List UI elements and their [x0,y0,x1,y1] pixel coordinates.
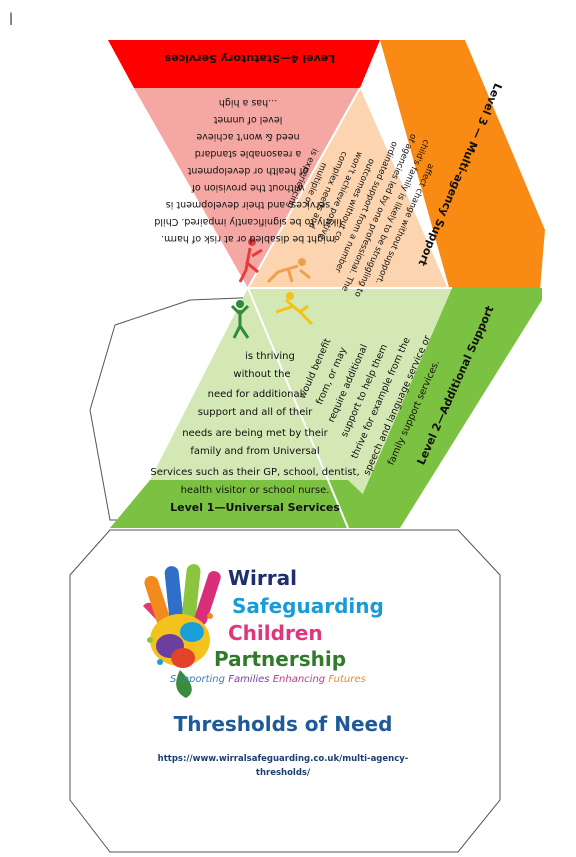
level1-line: needs are being met by their [182,428,328,439]
page-title: Thresholds of Need [173,712,393,736]
level4-band [108,40,380,88]
level1-line: is thriving [245,351,295,362]
logo-word-children: Children [228,621,323,645]
level4-triangle [134,88,360,288]
logo-word-wirral: Wirral [228,566,297,590]
level2-triangle [248,288,452,528]
level4-line: ...has a high [218,97,278,108]
child-figure-red-icon [238,238,263,283]
tagline-enhancing: Enhancing [272,674,326,685]
url-line2: thresholds/ [255,768,311,778]
logo-word-partnership: Partnership [214,647,347,671]
level1-body: is thriving without the need for additio… [150,348,360,499]
level1-line: health visitor or school nurse. [180,484,330,496]
page-marker: | [9,11,14,25]
url-line1: https://www.wirralsafeguarding.co.uk/mul… [157,754,409,764]
logo-tagline: Supporting Families Enhancing Futures [170,674,420,685]
level1-line: Services such as their GP, school, denti… [150,467,360,478]
tagline-supporting: Supporting [170,674,225,685]
level1-band [110,480,398,528]
level3-triangle [248,88,452,298]
level1-line: support and all of their [197,406,313,418]
logo-word-safeguarding: Safeguarding [232,594,384,618]
hand-logo-icon [143,564,221,698]
level1-triangle [150,288,348,528]
level1-line: need for additional [207,389,303,400]
level1-line: family and from Universal [190,445,320,457]
level2-band [348,288,542,528]
level1-title: Level 1—Universal Services [170,501,340,514]
child-figure-orange-icon [266,258,311,284]
level3-band [380,40,545,298]
child-figure-yellow-icon [275,292,314,326]
tagline-futures: Futures [328,674,366,685]
child-figure-green-icon [230,300,250,339]
level4-title: Level 4—Statutory Services [164,52,336,65]
tagline-families: Families [228,674,270,685]
thresholds-url-link[interactable]: https://www.wirralsafeguarding.co.uk/mul… [110,752,456,780]
level1-line: without the [233,368,291,380]
